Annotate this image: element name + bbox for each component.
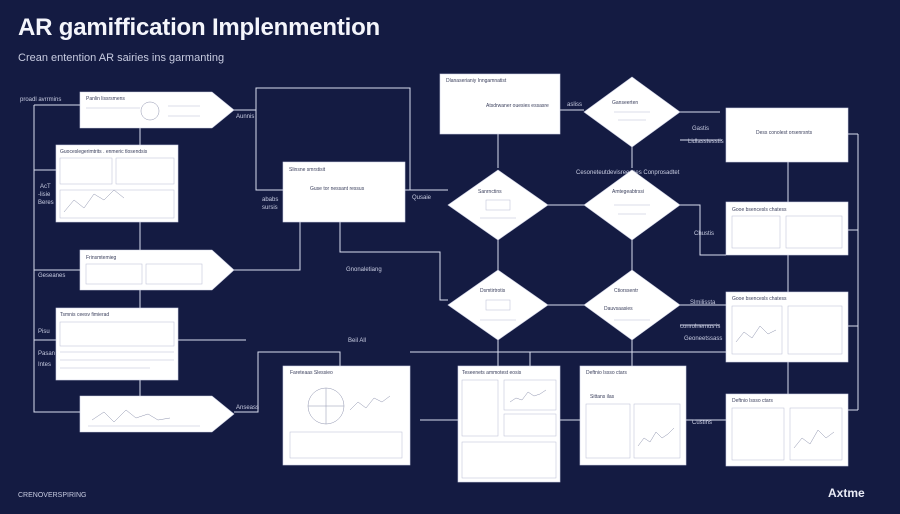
flow-node: Deftnio lssso ctars Sittans ilas <box>579 365 687 466</box>
edge-label: Geoneetssass <box>684 336 722 342</box>
footer-caption: CRENOVERSPIRING <box>18 492 87 499</box>
node-label: Deftnio lssso ctars <box>732 398 773 404</box>
node-label: Guoceslegerimtrits . enmeric tlosendsis <box>60 149 148 155</box>
flow-node: Fareteaas Slessieo <box>282 365 411 466</box>
edge-label: Beil All <box>348 338 366 344</box>
flow-node: Dess conolest orsenrsnts <box>725 107 849 163</box>
flow-node: Guoceslegerimtrits . enmeric tlosendsis <box>55 144 179 223</box>
node-label: Amtegeabtrssi <box>612 189 644 195</box>
node-label: Dess conolest orsenrsnts <box>756 130 813 136</box>
edge-label: AcT <box>40 184 51 190</box>
decision-node: Dsmtirtrotis <box>447 269 549 341</box>
flow-node: Gooe bsencesls chatess <box>725 291 849 363</box>
edge-label: sursis <box>262 205 278 211</box>
edge <box>234 351 341 413</box>
edge-label: Anseass <box>236 405 259 411</box>
node-label: Guse tor nessant ressus <box>310 186 365 192</box>
edge <box>680 204 726 256</box>
decision-node: Ganseerten <box>583 76 681 148</box>
edge-label: asliss <box>567 102 582 108</box>
edge-label: Lidlasstesstis <box>688 139 724 145</box>
decision-node: Amtegeabtrssi <box>583 169 681 241</box>
edge <box>339 222 448 301</box>
node-label: Panlin lissrsmens <box>86 96 125 102</box>
page-title: AR gamiffication Implenmention <box>18 14 381 41</box>
edge-group <box>33 87 859 421</box>
edge-label: Intes <box>38 362 51 368</box>
node-label: Dlanaserianiy Inngamnatist <box>446 78 507 84</box>
node-label: Ganseerten <box>612 100 638 106</box>
edge-label: Pisu <box>38 329 50 335</box>
node-label: Sanrnctins <box>478 189 502 195</box>
flow-node: Deftnio lssso ctars <box>725 393 849 467</box>
edge <box>234 109 283 191</box>
flow-node: Slinsne smrstisit Guse tor nessant ressu… <box>282 161 406 223</box>
node-label: Dsmtirtrotis <box>480 288 506 294</box>
edge-label: Geseanes <box>38 273 65 279</box>
node-label: Teseenets ammotest eosis <box>462 370 522 376</box>
node-label: Dauvsaasies <box>604 306 633 312</box>
edge-label: Chustis <box>694 231 714 237</box>
edge-label: proadl avrrmins <box>20 97 61 103</box>
flow-node: Teseenets ammotest eosis <box>457 365 561 483</box>
brand-logo: Axtme <box>828 486 865 500</box>
decision-node: Ctiorssentr Dauvsaasies <box>583 269 681 341</box>
edge-label: Slmilissta <box>690 300 716 306</box>
edge-labels: proadl avrrmins AcT -lisie Beres Geseane… <box>20 97 724 426</box>
edge-label: Gastis <box>692 126 709 132</box>
flow-node: Panlin lissrsmens <box>79 91 235 129</box>
flow-node: Dlanaserianiy Inngamnatist Atsdrwaner ou… <box>439 73 561 135</box>
decision-node: Sanrnctins <box>447 169 549 241</box>
edge-label: conrolnemus is <box>680 324 720 330</box>
node-label: Fareteaas Slessieo <box>290 370 333 376</box>
flow-node <box>79 395 235 433</box>
edge-label: ababs <box>262 197 278 203</box>
node-label: Ctiorssentr <box>614 288 639 294</box>
flow-node: Tsmnis ceesv fimierad <box>55 307 179 381</box>
page-subtitle: Crean entention AR sairies ins garmantin… <box>18 52 225 64</box>
edge-label: Gnonaletiang <box>346 267 382 273</box>
node-label: Atsdrwaner ouesies essasre <box>486 103 549 109</box>
flow-node: Gooe bsencesls chatess <box>725 201 849 256</box>
node-label: Deftnio lssso ctars <box>586 370 627 376</box>
node-label: Tsmnis ceesv fimierad <box>60 312 109 318</box>
edge-label: Aunnis <box>236 114 254 120</box>
node-label: Gooe bsencesls chatess <box>732 207 787 213</box>
edge <box>33 105 80 413</box>
edge <box>234 222 301 271</box>
edge-label: Pasan <box>38 351 55 357</box>
node-label: Sittans ilas <box>590 394 615 400</box>
edge-label: Qusaie <box>412 195 432 201</box>
node-label: Frinsmtemieg <box>86 255 117 261</box>
node-label: Gooe bsencesls chatess <box>732 296 787 302</box>
node-label: Slinsne smrstisit <box>289 167 326 173</box>
edge-label: Custins <box>692 420 712 426</box>
edge-label: -lisie <box>38 192 51 198</box>
edge-label: Beres <box>38 200 54 206</box>
flow-node: Frinsmtemieg <box>79 249 235 291</box>
